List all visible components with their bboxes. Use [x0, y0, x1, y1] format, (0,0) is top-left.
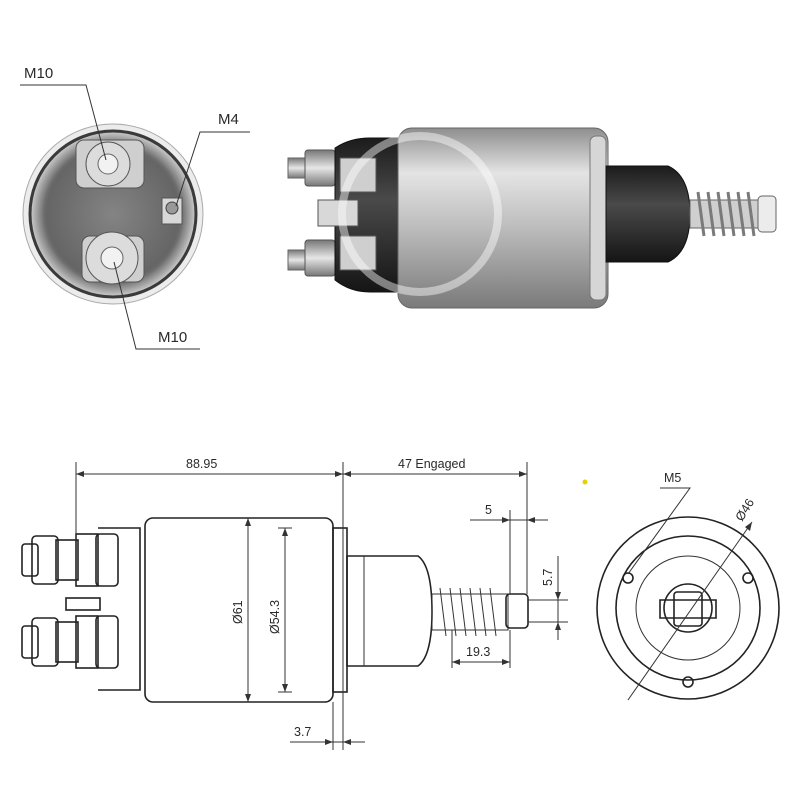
dim-inner-diameter: Ø54.3 [268, 600, 282, 634]
top-m10-terminal [75, 139, 145, 189]
dim-plunger-height: 5.7 [541, 569, 555, 586]
dim-bolt-circle: Ø46 [733, 496, 757, 523]
accent-dot [582, 479, 588, 485]
dim-engaged-travel: 47 Engaged [398, 457, 465, 471]
technical-end-view [582, 479, 780, 701]
bottom-m10-terminal [81, 231, 145, 285]
side-view-dimension-lines [75, 462, 568, 750]
dim-hole-thread: M5 [664, 471, 681, 485]
dim-flange-thickness: 3.7 [294, 725, 311, 739]
technical-side-view [21, 517, 529, 703]
callout-top-m10: M10 [24, 65, 53, 82]
callout-m4: M4 [218, 111, 239, 128]
dim-overall-length: 88.95 [186, 457, 217, 471]
dim-spring-length: 19.3 [466, 645, 490, 659]
dim-plunger-offset: 5 [485, 503, 492, 517]
m4-terminal [161, 197, 183, 225]
dim-outer-diameter: Ø61 [231, 600, 245, 624]
callout-bottom-m10: M10 [158, 329, 187, 346]
photo-end-view [20, 84, 250, 350]
photo-side-view [287, 127, 777, 309]
